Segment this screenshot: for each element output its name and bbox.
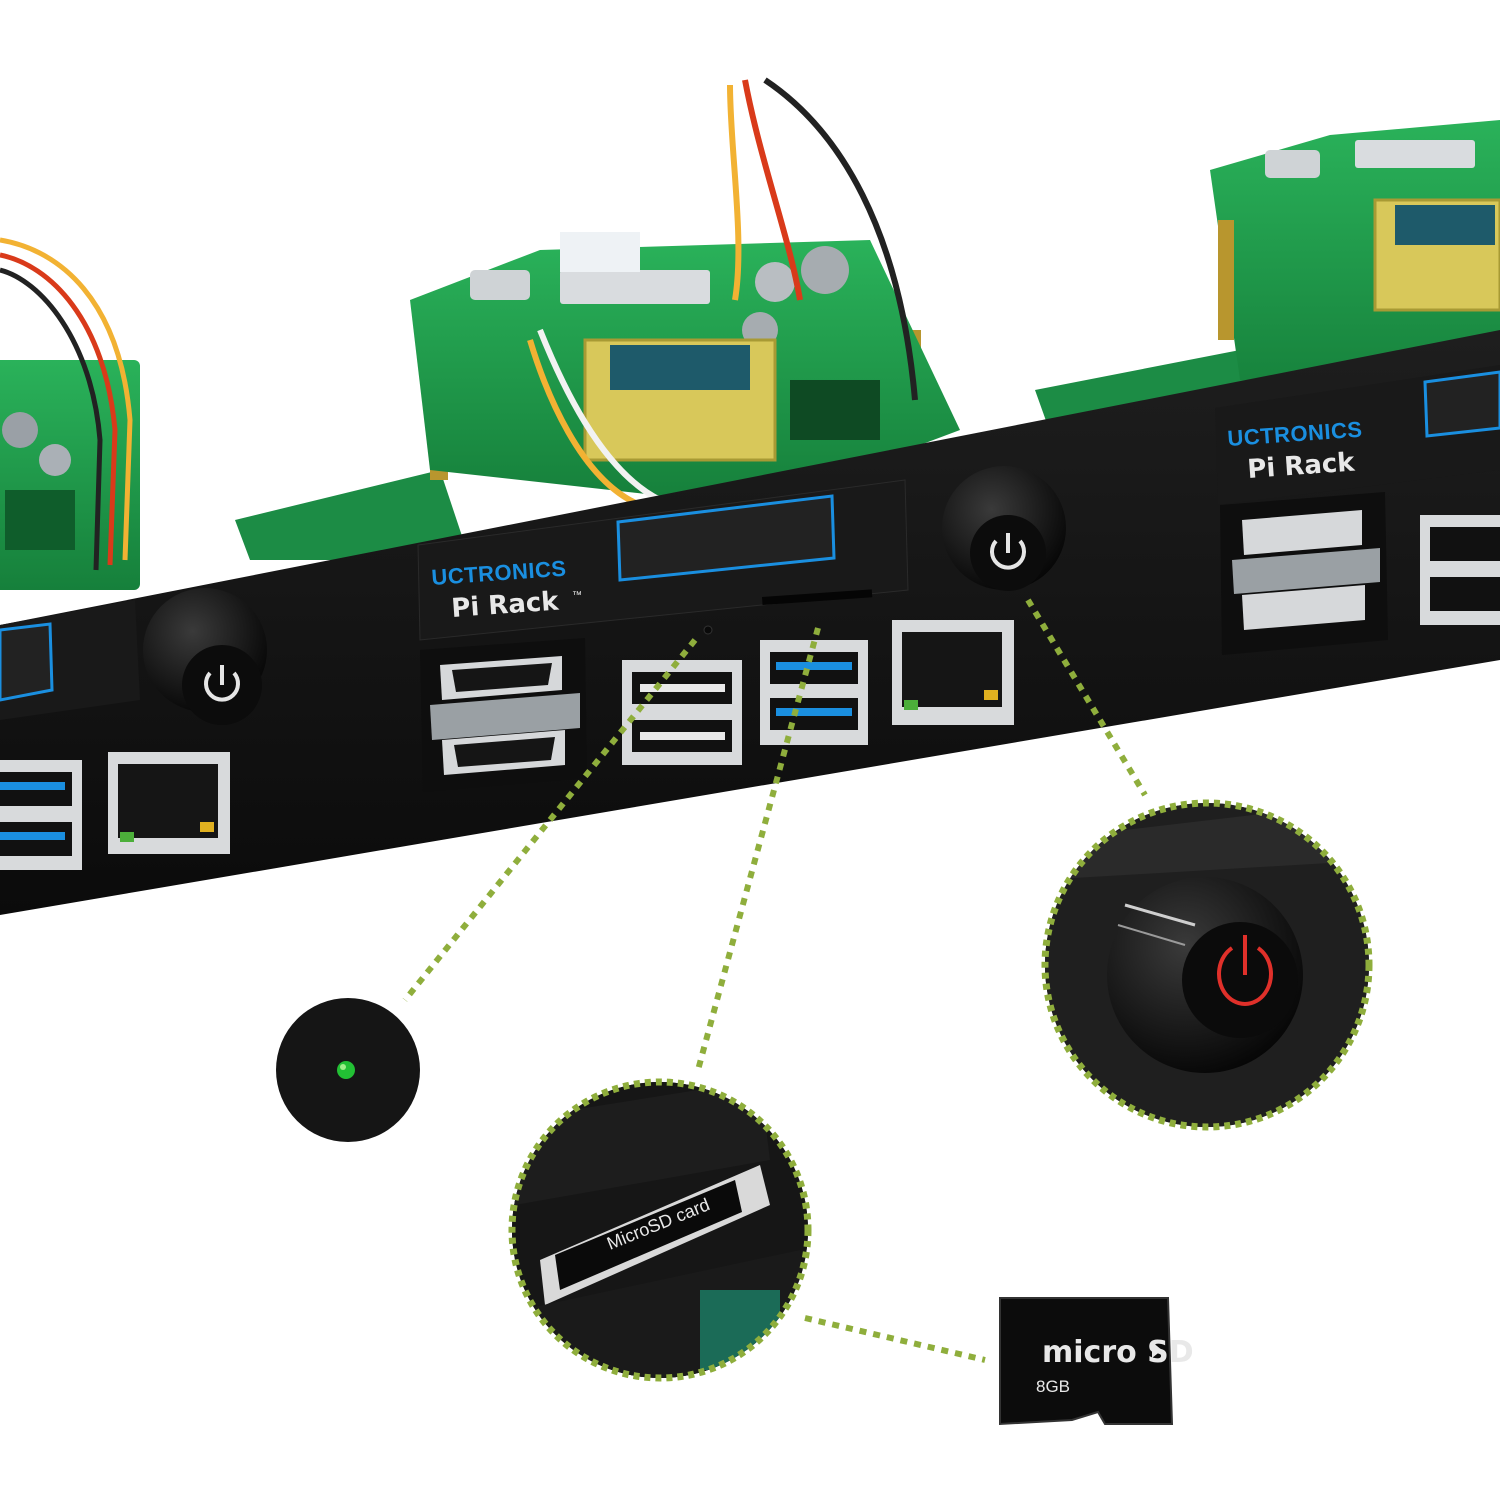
sd-card-capacity: 8GB [1036, 1377, 1070, 1396]
sd-card-logo: micro SD [1042, 1335, 1194, 1370]
oled-display [0, 622, 54, 702]
rpi-board [235, 470, 470, 560]
zoom-microsd-slot: MicroSD card [508, 1078, 812, 1382]
power-hat-pcb [1210, 120, 1500, 400]
front-panel [0, 330, 1500, 915]
microsd-card-icon [555, 1180, 742, 1290]
usb-c-connector [1265, 150, 1320, 178]
transformer-core [610, 345, 750, 390]
capacitor [801, 246, 849, 294]
ethernet-port-icon [108, 752, 230, 854]
hdmi-port-icon [1220, 492, 1388, 655]
right-faceplate: UCTRONICS Pi Rack [1215, 365, 1500, 655]
hdmi-port-icon [420, 638, 587, 792]
trademark: ™ [572, 590, 582, 601]
fpc-connector [1355, 140, 1475, 168]
microsd-slot [761, 589, 873, 605]
usb-c-connector [470, 270, 530, 300]
usb-port-icon [760, 640, 868, 745]
power-button[interactable] [942, 466, 1066, 591]
brass-standoff [1218, 220, 1234, 340]
ethernet-port-icon [892, 620, 1014, 725]
power-icon [1217, 935, 1273, 1006]
oled-display [1423, 370, 1500, 438]
status-led-icon [703, 625, 713, 635]
fpc-connector [560, 270, 710, 304]
left-faceplate [0, 600, 230, 870]
microsd-card: micro SD 8GB [999, 1297, 1194, 1426]
middle-module [235, 77, 960, 560]
left-module [0, 237, 140, 590]
power-icon [204, 665, 240, 702]
ribbon-cable [560, 232, 640, 272]
callout-lines [402, 598, 1148, 1363]
left-pcb [0, 360, 140, 590]
zoom-status-led [276, 998, 420, 1142]
middle-faceplate: UCTRONICS Pi Rack ™ [417, 479, 1014, 792]
right-module [1035, 120, 1500, 460]
capacitor-bank [790, 380, 880, 440]
insert-arrow-icon [1152, 1342, 1162, 1358]
capacitor [755, 262, 795, 302]
usb-port-icon [0, 760, 82, 870]
usb-port-icon [622, 660, 742, 765]
zoom-power-button [1041, 799, 1373, 1131]
power-button[interactable] [143, 588, 267, 725]
power-icon [990, 533, 1026, 570]
oled-display [616, 494, 836, 582]
capacitor [2, 412, 38, 448]
usb-port-icon [1420, 515, 1500, 625]
capacitor [39, 444, 71, 476]
status-led-icon [337, 1061, 355, 1079]
